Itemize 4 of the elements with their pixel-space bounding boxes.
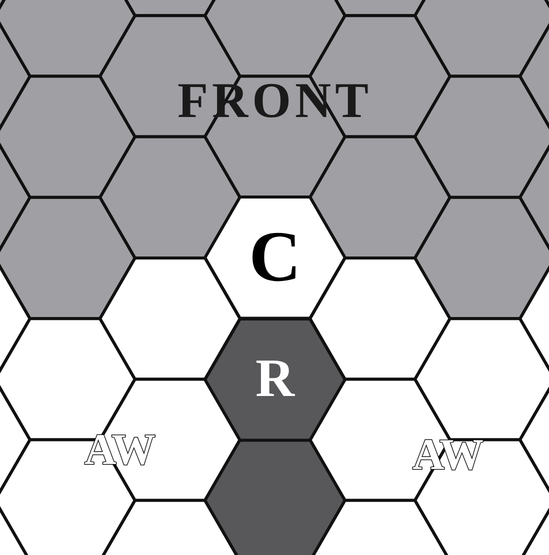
hex-letter: R xyxy=(256,351,294,406)
hex-letter: C xyxy=(249,220,301,293)
hex-tile xyxy=(205,318,345,440)
hex-tile xyxy=(205,197,345,319)
